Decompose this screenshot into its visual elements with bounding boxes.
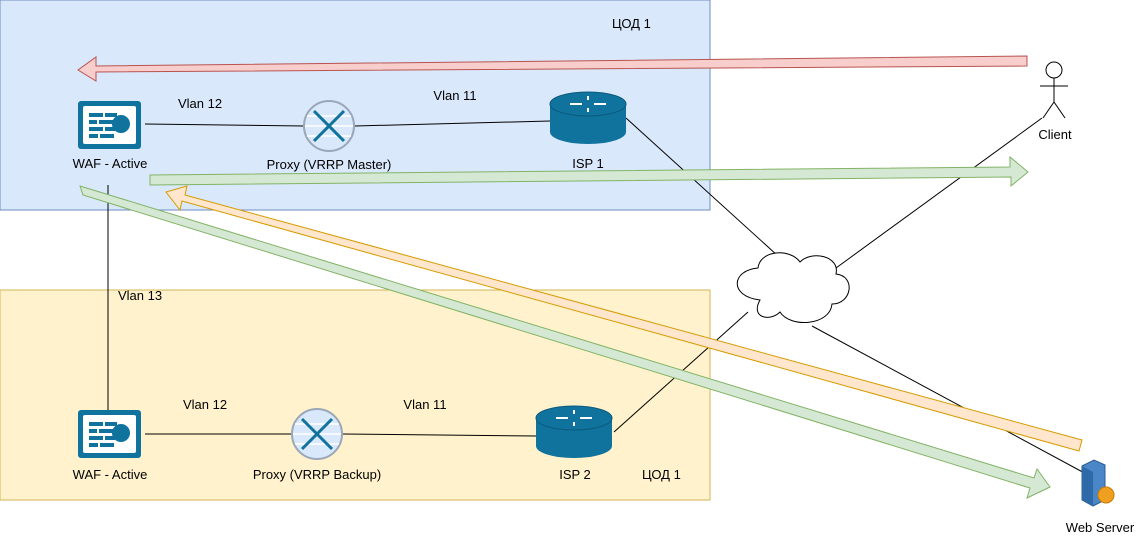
proxy-top-label: Proxy (VRRP Master) — [267, 157, 392, 172]
cloud-icon — [736, 252, 850, 323]
zone-top-label: ЦОД 1 — [612, 16, 651, 31]
isp-top[interactable]: ISP 1 — [549, 91, 627, 171]
isp-top-label: ISP 1 — [572, 156, 604, 171]
arrow-red — [77, 55, 1028, 82]
proxy-top[interactable]: Proxy (VRRP Master) — [267, 100, 392, 172]
isp-bottom[interactable]: ISP 2 — [535, 405, 613, 482]
zone-bottom-label: ЦОД 1 — [642, 467, 681, 482]
vlan12-bottom-label: Vlan 12 — [183, 397, 227, 412]
arrow-green-to-client — [149, 155, 1029, 188]
link-isp1-cloud — [625, 117, 779, 257]
arrow-orange — [165, 185, 1083, 452]
waf-top[interactable]: WAF - Active — [73, 101, 148, 171]
actor-icon — [1045, 61, 1063, 79]
zone-bottom — [0, 289, 711, 501]
isp-bottom-label: ISP 2 — [559, 467, 591, 482]
link-proxy-isp-top — [354, 120, 551, 127]
link-cloud-client — [835, 117, 1043, 269]
client[interactable] — [1040, 61, 1068, 119]
waf-top-label: WAF - Active — [73, 156, 148, 171]
web-server-label: Web Server — [1066, 520, 1135, 535]
waf-bottom[interactable]: WAF - Active — [73, 410, 148, 482]
connections — [107, 117, 1091, 477]
link-proxy-isp-bottom — [342, 433, 537, 437]
proxy-bottom-label: Proxy (VRRP Backup) — [253, 467, 381, 482]
vlan12-top-label: Vlan 12 — [178, 96, 222, 111]
vlan13-label: Vlan 13 — [118, 288, 162, 303]
proxy-bottom[interactable]: Proxy (VRRP Backup) — [253, 408, 381, 482]
client-label: Client — [1038, 127, 1072, 142]
vlan11-top-label: Vlan 11 — [433, 88, 476, 103]
waf-bottom-label: WAF - Active — [73, 467, 148, 482]
vlan11-bottom-label: Vlan 11 — [403, 397, 446, 412]
link-waf-proxy-top — [144, 123, 305, 127]
link-cloud-webserver — [811, 325, 1091, 477]
arrow-green-to-webserver — [79, 185, 1051, 499]
web-server[interactable]: Web Server — [1066, 459, 1135, 535]
